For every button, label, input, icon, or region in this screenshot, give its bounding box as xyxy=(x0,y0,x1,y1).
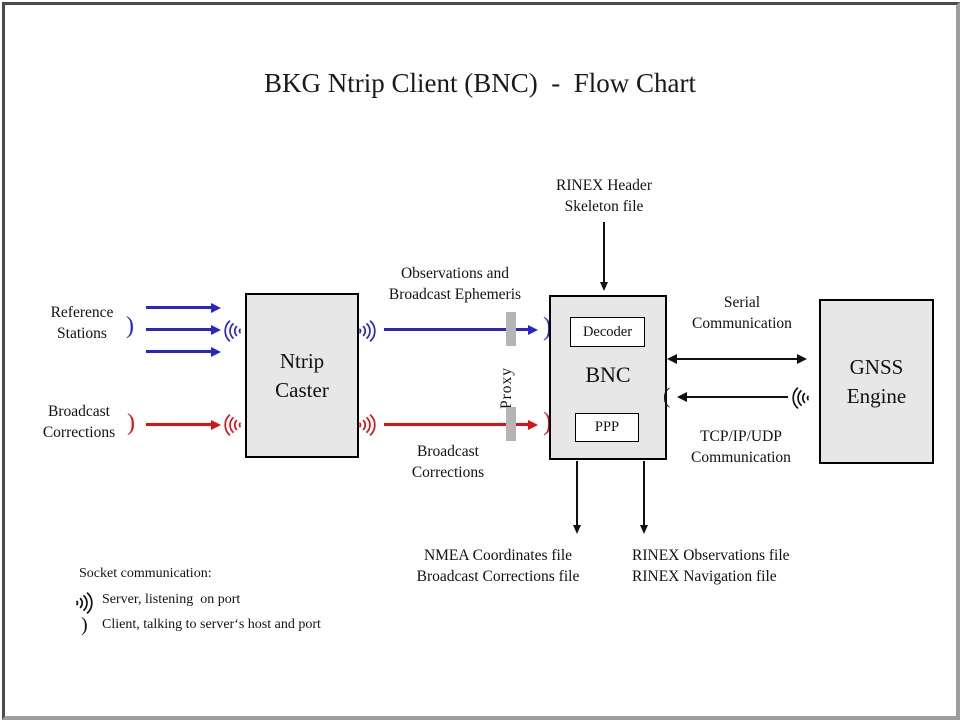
server-socket-icon xyxy=(357,411,379,439)
ntrip-caster-node: Ntrip Caster xyxy=(245,293,359,458)
proxy-bar xyxy=(506,407,516,441)
rinex-output-arrow xyxy=(643,461,645,525)
server-socket-icon xyxy=(357,317,379,345)
client-socket-icon: ) xyxy=(543,407,552,436)
rinex-header-label: RINEX Header Skeleton file xyxy=(556,177,652,215)
bnc-node-label: BNC xyxy=(585,362,631,387)
server-socket-icon xyxy=(789,384,811,412)
client-socket-icon: ) xyxy=(543,312,552,341)
proxy-label: Proxy xyxy=(498,366,515,409)
tcp-communication-label: TCP/IP/UDP Communication xyxy=(691,428,791,466)
legend-heading: Socket communication: xyxy=(79,566,212,581)
legend-client-entry: Client, talking to server‘s host and por… xyxy=(102,617,321,632)
reference-stream-arrow xyxy=(146,328,212,331)
observations-label: Observations and Broadcast Ephemeris xyxy=(388,265,522,303)
reference-stations-label: Reference Stations xyxy=(50,304,114,342)
corrections-arrow xyxy=(384,423,529,426)
observations-arrow xyxy=(384,328,529,331)
serial-communication-arrow xyxy=(676,358,798,360)
corrections-stream-arrow xyxy=(146,423,212,426)
server-socket-icon xyxy=(221,317,243,345)
broadcast-corrections-mid-label: Broadcast Corrections xyxy=(411,443,485,481)
ppp-subnode: PPP xyxy=(575,413,639,442)
client-socket-icon: ) xyxy=(127,410,135,436)
decoder-subnode: Decoder xyxy=(570,317,645,347)
client-socket-icon: ( xyxy=(663,383,671,408)
page-title: BKG Ntrip Client (BNC) - Flow Chart xyxy=(264,68,696,98)
nmea-files-label: NMEA Coordinates file Broadcast Correcti… xyxy=(416,547,580,585)
bnc-node: Decoder BNC PPP xyxy=(549,295,667,460)
rinex-header-arrow xyxy=(603,222,605,282)
nmea-output-arrow xyxy=(576,461,578,525)
reference-stream-arrow xyxy=(146,350,212,353)
serial-communication-label: Serial Communication xyxy=(692,294,792,332)
broadcast-corrections-label: Broadcast Corrections xyxy=(42,403,116,441)
proxy-bar xyxy=(506,312,516,346)
client-socket-icon: ) xyxy=(81,614,88,636)
gnss-engine-node: GNSS Engine xyxy=(819,299,934,464)
server-socket-icon xyxy=(221,411,243,439)
reference-stream-arrow xyxy=(146,306,212,309)
server-socket-icon xyxy=(74,589,96,615)
rinex-files-label: RINEX Observations file RINEX Navigation… xyxy=(632,547,790,585)
client-socket-icon: ) xyxy=(126,313,134,339)
legend-server-entry: Server, listening on port xyxy=(102,592,241,607)
tcp-communication-arrow xyxy=(686,396,788,398)
